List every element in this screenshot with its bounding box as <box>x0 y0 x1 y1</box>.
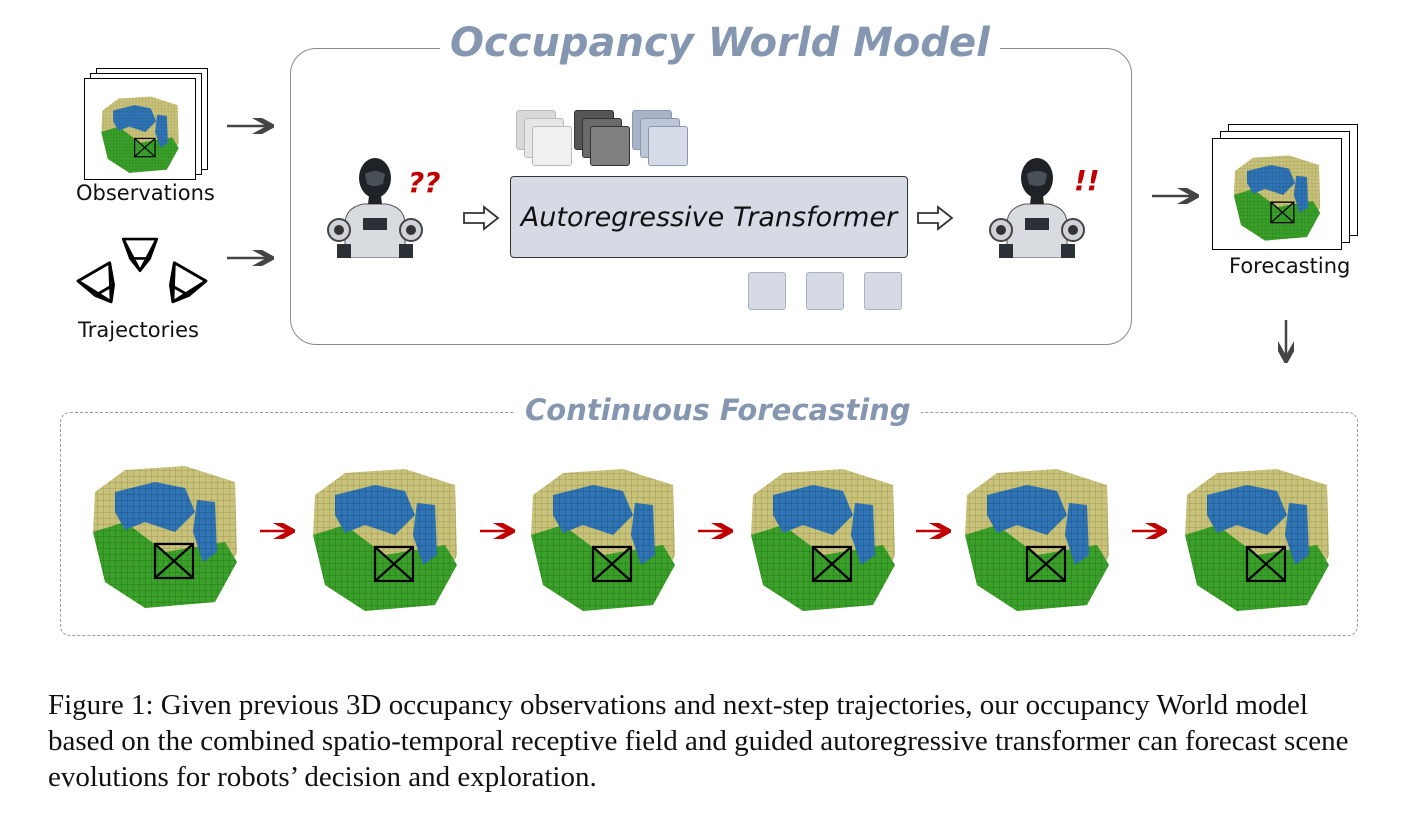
trajectories-group <box>76 232 208 313</box>
observations-stack <box>84 68 210 180</box>
voxel-scene-icon <box>1183 467 1331 613</box>
hollow-arrow-icon <box>917 205 954 231</box>
output-token <box>748 272 786 310</box>
right-arrow-icon <box>1152 188 1200 204</box>
forecasting-label: Forecasting <box>1229 254 1351 278</box>
voxel-scene-icon <box>963 467 1111 613</box>
figure-title: Occupancy World Model <box>440 20 1000 66</box>
voxel-scene-icon <box>529 467 677 613</box>
voxel-scene-icon <box>311 467 459 613</box>
red-arrow-icon <box>480 523 516 539</box>
voxel-scene-icon <box>749 467 897 613</box>
voxel-scene-icon <box>91 464 239 610</box>
figure-caption: Figure 1: Given previous 3D occupancy ob… <box>48 689 1349 793</box>
trajectories-label: Trajectories <box>78 318 199 342</box>
autoregressive-transformer-block: Autoregressive Transformer <box>510 176 908 258</box>
red-arrow-icon <box>698 523 734 539</box>
hollow-arrow-icon <box>463 205 500 231</box>
observations-label: Observations <box>76 181 215 205</box>
output-token <box>864 272 902 310</box>
forecasting-stack <box>1212 124 1360 250</box>
voxel-scene-icon <box>1233 154 1321 242</box>
down-arrow-icon <box>1278 320 1294 364</box>
camera-frustum-icon <box>121 237 159 273</box>
output-token <box>806 272 844 310</box>
token-stack-light <box>516 110 576 166</box>
question-marks: ?? <box>408 166 441 199</box>
continuous-forecasting-title: Continuous Forecasting <box>515 393 921 427</box>
token-stack-blue <box>632 110 692 166</box>
right-arrow-icon <box>227 118 275 134</box>
voxel-scene-icon <box>100 95 180 174</box>
red-arrow-icon <box>260 523 296 539</box>
right-arrow-icon <box>227 250 275 266</box>
exclamation-marks: !! <box>1074 164 1100 197</box>
red-arrow-icon <box>1132 523 1168 539</box>
red-arrow-icon <box>916 523 952 539</box>
token-stack-dark <box>574 110 634 166</box>
